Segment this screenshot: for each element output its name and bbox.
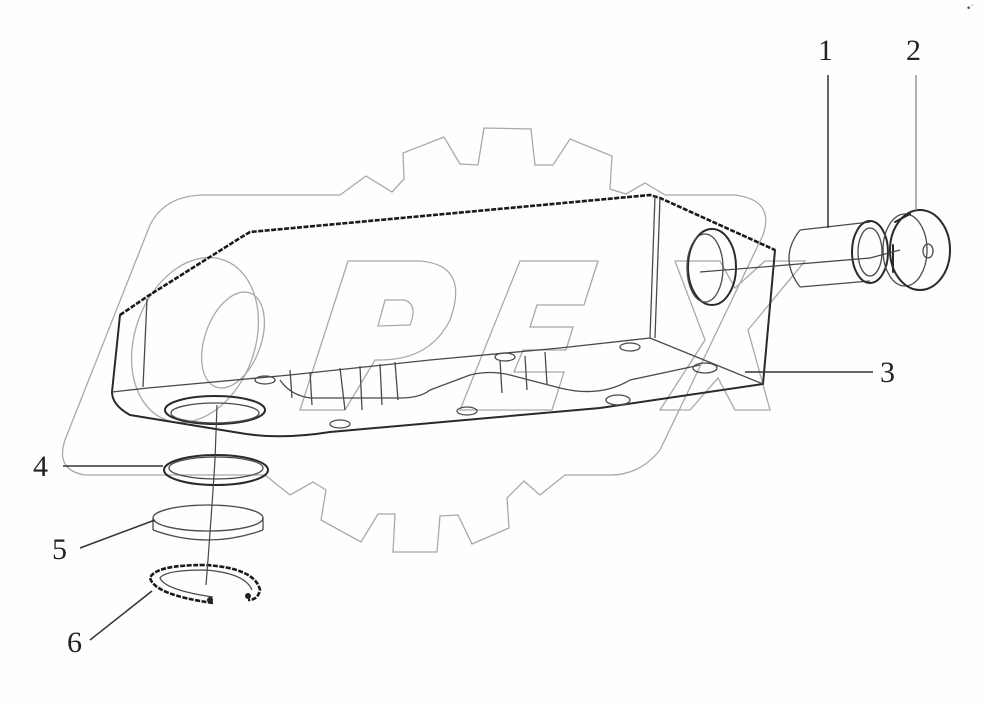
callout-2: 2	[906, 34, 921, 67]
housing-part-3	[111, 193, 776, 438]
watermark-letter-p-counter	[377, 299, 414, 327]
watermark-gear-frame	[61, 127, 767, 553]
watermark-letter-p	[299, 260, 457, 411]
disc-part-5	[152, 504, 264, 541]
snap-ring-part-6	[148, 563, 262, 605]
callout-6: 6	[67, 626, 82, 659]
cylinder-part-1	[788, 220, 889, 288]
callout-5: 5	[52, 533, 67, 566]
o-ring-part-4	[163, 454, 269, 486]
watermark-letter-e	[459, 260, 599, 411]
leader-line-6	[89, 590, 153, 641]
assembly-axis-vertical	[205, 404, 218, 586]
callout-4: 4	[33, 450, 48, 483]
opex-watermark-logo	[61, 127, 807, 553]
assembly-axis-horizontal	[699, 249, 901, 273]
callout-3: 3	[880, 356, 895, 389]
callout-1: 1	[818, 34, 833, 67]
watermark-letter-o-inner	[200, 291, 266, 389]
watermark-letter-x	[658, 260, 807, 411]
cap-part-2	[882, 209, 951, 291]
watermark-letter-o-outer	[130, 256, 260, 424]
leader-line-5	[79, 519, 156, 549]
corner-artifact-mark: •′	[966, 4, 974, 14]
